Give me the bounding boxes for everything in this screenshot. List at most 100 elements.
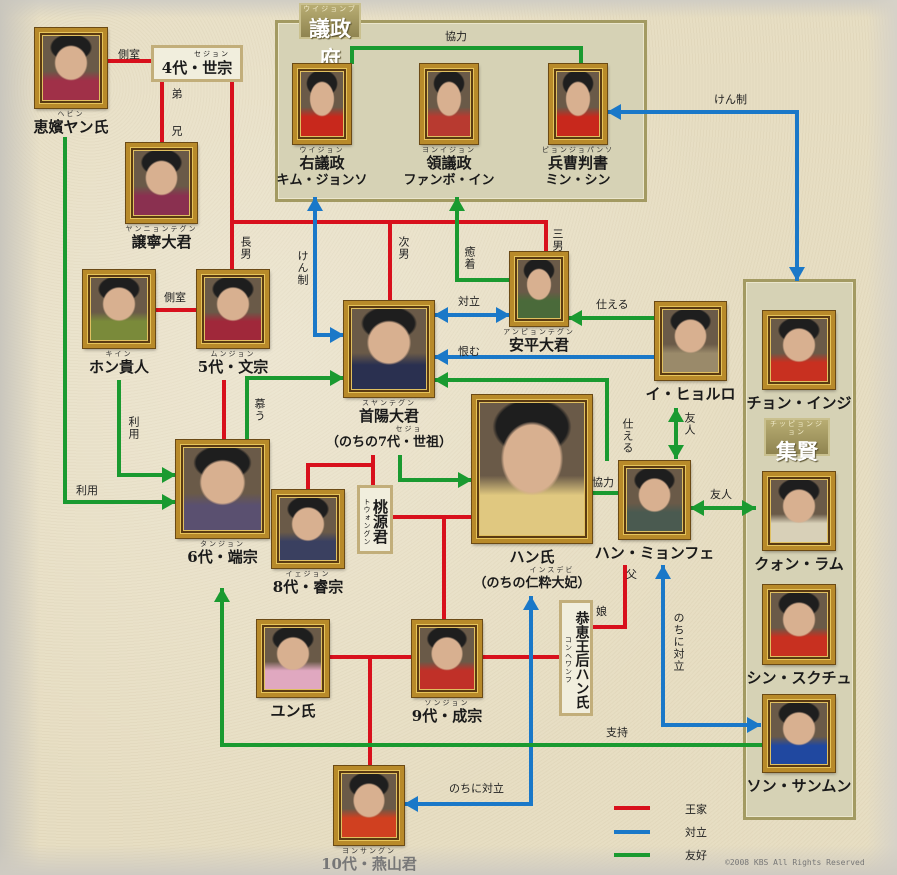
edge-label: 仕える [596,298,629,311]
name-ruby: ヨンサングン [342,847,396,855]
portrait-photo [341,773,397,838]
council-label: 議政府 [309,16,351,71]
portrait-photo [479,402,585,536]
edge-label: 支持 [606,726,628,739]
portrait-right-councilor [293,64,351,144]
connector-line [398,455,472,482]
name-ruby: アンピョンテグン [503,328,575,336]
name-ruby: ピョンジョパンソ [541,146,615,154]
edge-label: 側室 [118,48,140,61]
sub-ruby: インスデビ [529,566,575,574]
connector-line [220,588,763,747]
legend-friendly-label: 友好 [685,849,707,862]
portrait-photo [351,308,427,390]
name-main: イ・ヒョルロ [645,385,736,403]
name-main: シン・スクチュ [746,669,852,687]
name-war-minister: ピョンジョパンソ兵曹判書ミン・シン [542,146,614,189]
name-chief-councilor: ヨンイジョン領議政ファンボ・イン [403,146,494,189]
edge-label: 兄 [170,125,183,137]
edge-label: 友人 [683,412,696,436]
name-main: 領議政 [426,154,472,172]
portrait-anpyeong [510,252,568,326]
name-ruby: ヤンニョンテグン [125,225,198,233]
portrait-photo [770,318,828,382]
box-gonghye: コンヘワンフ 恭恵王后ハン氏 [559,600,593,716]
name-main: ハン氏 [509,548,555,566]
name-main: ソン・サンムン [746,777,852,795]
connector-line [404,596,533,806]
portrait-seong [763,695,835,772]
name-seong: ソン・サンムン [747,778,852,795]
portrait-hong [83,270,155,348]
arrowhead-icon [789,267,805,281]
edge-label: 恨む [458,345,480,358]
edge-label: 三男 [551,228,564,252]
box-sejong: セジョン 4代・世宗 [151,45,243,82]
name-ruby: スヤンテグン [361,399,416,407]
portrait-yangnyeong [126,143,197,223]
edge-label: のちに対立 [449,782,504,795]
edge-label: のちに対立 [672,612,685,672]
arrowhead-icon [607,104,621,120]
edge-label: 癒着 [463,246,476,270]
vignette-bottom [0,845,897,875]
edge-label: 利用 [76,484,98,497]
edge-label: 父 [626,568,637,581]
name-main: 8代・睿宗 [272,578,344,596]
portrait-photo [133,150,190,216]
arrowhead-icon [162,467,176,483]
connector-line [232,220,548,252]
edge-label: 娘 [596,605,607,618]
edge-label: 次男 [397,236,410,260]
name-ruby: タンジョン [200,540,245,548]
portrait-lee [655,302,726,380]
box-dowon: トウォングン 桃源君 [357,485,393,554]
name-main: 恵嬪ヤン氏 [33,118,109,136]
connector-line [306,463,375,490]
edge-label: 弟 [170,88,183,100]
name-main: 6代・端宗 [187,548,258,566]
portrait-photo [556,71,600,137]
name-main: ハン・ミョンフェ [594,544,715,562]
portrait-jeong [763,311,835,389]
hall-tab: チッピョンジョン 集賢殿 [764,418,830,494]
portrait-munjong [197,270,269,348]
edge-label: 側室 [164,291,186,304]
arrowhead-icon [307,197,323,211]
name-main: 首陽大君 [358,407,420,425]
name-ruby: キイン [105,350,133,358]
connector-line [245,376,344,440]
name-ruby: イェジョン [285,570,331,578]
portrait-hyebin [35,28,107,108]
portrait-photo [300,71,344,137]
portrait-han-myeonghoe [619,461,690,539]
name-main: クォン・ラム [754,555,844,573]
name-hong: キインホン貴人 [89,350,149,376]
arrowhead-icon [330,327,344,343]
edge-label: 友人 [710,488,732,501]
council-tab: ウイジョンブ 議政府 [299,3,361,71]
name-ruby: ウイジョン [299,146,345,154]
connector-line [117,380,176,477]
edge-label: 慕う [253,398,266,422]
portrait-photo [770,702,828,765]
portrait-yejong [272,490,344,568]
portrait-photo [90,277,148,341]
portrait-photo [626,468,683,532]
name-ruby: ヘビン [57,110,85,118]
portrait-suyang [344,301,434,397]
edge-label: 協力 [592,476,614,489]
arrowhead-icon [496,307,510,323]
copyright: ©2008 KBS All Rights Reserved [725,858,865,867]
name-main: 10代・燕山君 [321,855,417,873]
connector-line [350,46,583,64]
name-main: 譲寧大君 [131,233,192,251]
arrowhead-icon [162,494,176,510]
portrait-kwon [763,472,835,550]
edge-label: 仕える [621,418,634,454]
connector-line [593,565,627,629]
